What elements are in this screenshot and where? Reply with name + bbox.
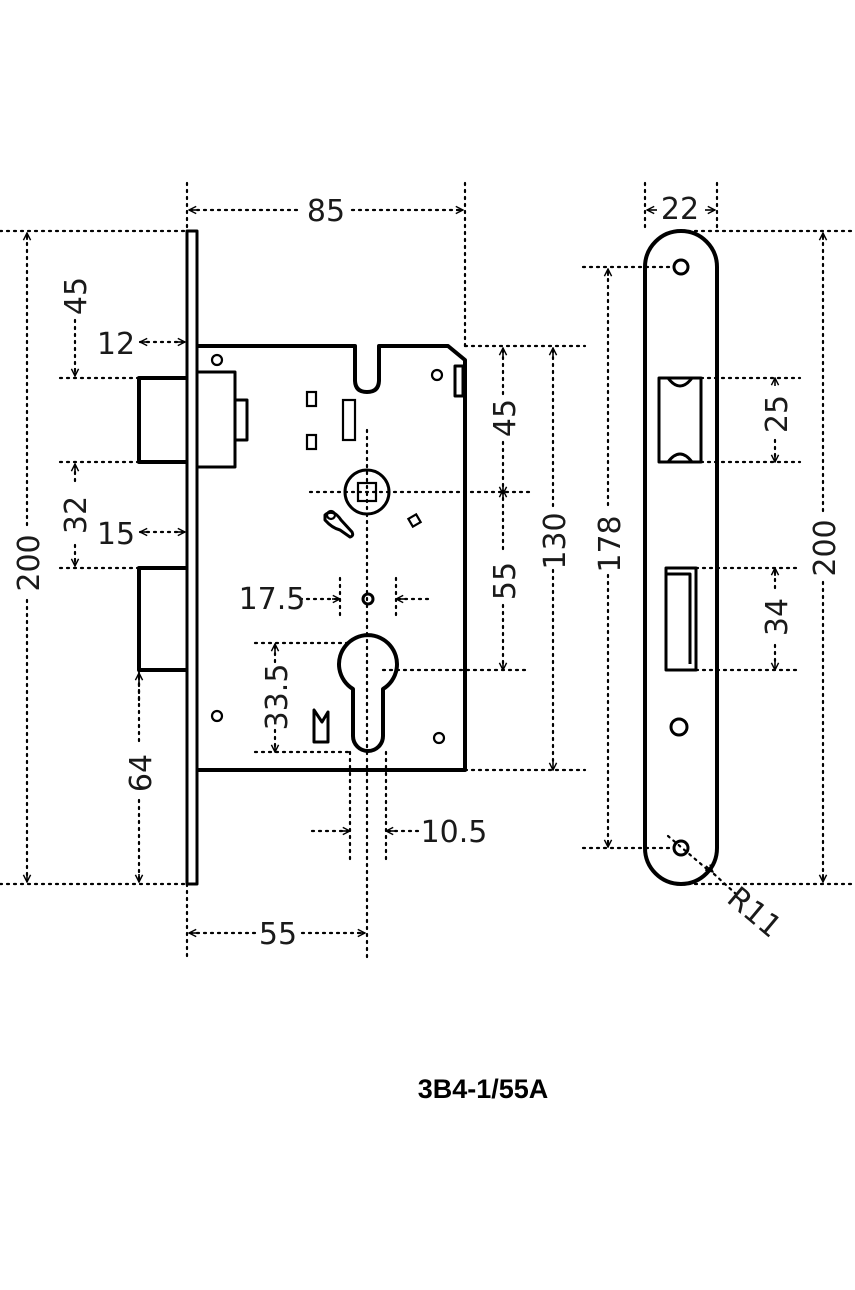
faceplate-outline xyxy=(643,229,719,886)
dim-spindle-top: 45 xyxy=(488,399,523,437)
dim-top-latch: 45 xyxy=(59,277,94,315)
dim-faceplate-width: 22 xyxy=(661,192,699,227)
dim-hole-offset: 17.5 xyxy=(239,582,306,617)
slot-small-2 xyxy=(305,433,318,451)
screw-hole-bottom-right xyxy=(432,731,446,745)
latch-bolt-body xyxy=(197,370,237,469)
dim-hole-spacing: 178 xyxy=(593,515,628,572)
lock-body-view: 85 12 15 45 32 200 64 55 45 55 130 17.5 … xyxy=(0,181,587,962)
dim-bottom-bolt: 64 xyxy=(124,754,159,792)
dim-backset: 55 xyxy=(259,917,297,952)
lock-faceplate xyxy=(185,229,199,886)
screw-hole-bottom-left xyxy=(210,709,224,723)
cylinder-hole xyxy=(337,633,399,753)
dead-bolt xyxy=(137,566,187,672)
screw-hole-center xyxy=(361,592,375,606)
dim-cylinder-height: 33.5 xyxy=(260,664,295,731)
hook-pin xyxy=(325,509,337,521)
slot-tall xyxy=(341,398,357,442)
model-label: 3B4-1/55A xyxy=(418,1074,549,1104)
dim-faceplate-height: 200 xyxy=(808,519,843,576)
slot-small-1 xyxy=(305,390,318,408)
dim-faceplate-bolt: 15 xyxy=(97,517,135,552)
dim-bolt-opening: 34 xyxy=(760,598,795,636)
screw-hole-top-left xyxy=(210,353,224,367)
latch-opening xyxy=(657,376,703,464)
dim-spindle-cylinder: 55 xyxy=(488,562,523,600)
faceplate-screw-middle xyxy=(669,717,689,737)
dim-cylinder-width: 10.5 xyxy=(421,815,488,850)
latch-bolt xyxy=(137,376,187,464)
bolt-opening xyxy=(664,566,698,672)
latch-tail xyxy=(233,398,249,442)
faceplate-view: 22 25 34 178 200 R11 xyxy=(581,181,855,945)
lock-case xyxy=(197,344,467,772)
dim-faceplate-latch: 12 xyxy=(97,327,135,362)
dim-case-height: 130 xyxy=(538,512,573,569)
cam-bracket xyxy=(312,708,330,744)
dim-total-height: 200 xyxy=(12,534,47,591)
diamond-slot xyxy=(406,512,423,529)
faceplate-screw-top xyxy=(672,258,690,276)
dim-latch-bolt: 32 xyxy=(59,496,94,534)
case-tab xyxy=(453,364,465,398)
faceplate-screw-bottom xyxy=(672,839,690,857)
hook-feature xyxy=(323,510,355,539)
screw-hole-top-right xyxy=(430,368,444,382)
dim-width-85: 85 xyxy=(307,194,345,229)
dim-latch-opening: 25 xyxy=(760,395,795,433)
